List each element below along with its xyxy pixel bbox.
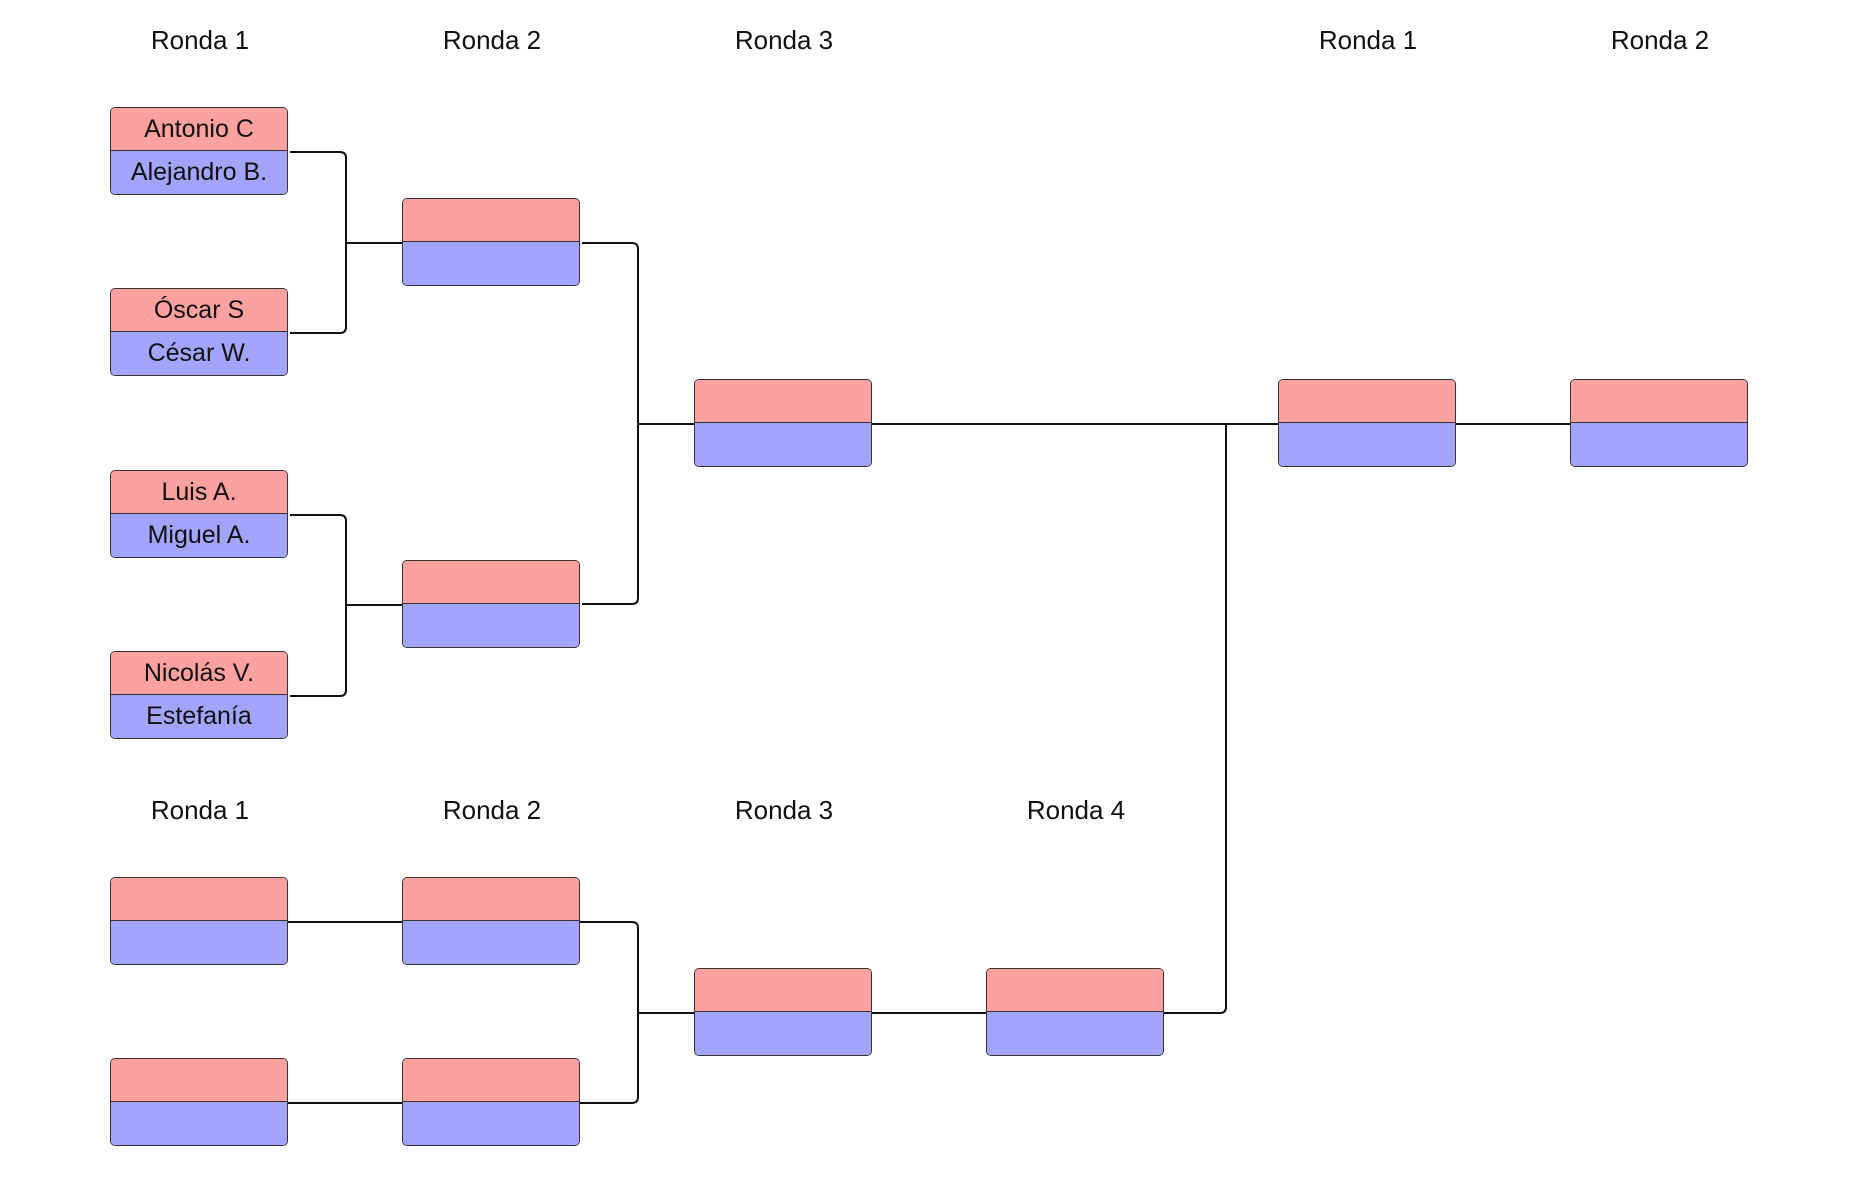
match-slot-top[interactable] — [987, 969, 1163, 1012]
lower-round-4-header: Ronda 4 — [1026, 795, 1126, 825]
lower-r3-match-1[interactable] — [694, 968, 872, 1056]
lower-r2-match-1[interactable] — [402, 877, 580, 965]
lower-r1-match-2[interactable] — [110, 1058, 288, 1146]
match-slot-bottom[interactable]: Alejandro B. — [111, 151, 287, 194]
match-slot-bottom[interactable] — [987, 1012, 1163, 1055]
match-slot-bottom[interactable]: Estefanía — [111, 695, 287, 738]
match-slot-bottom[interactable] — [111, 1102, 287, 1145]
match-slot-top[interactable] — [403, 199, 579, 242]
match-slot-top[interactable] — [403, 561, 579, 604]
final-round-2-header: Ronda 2 — [1610, 25, 1710, 55]
upper-r1-match-4[interactable]: Nicolás V. Estefanía — [110, 651, 288, 739]
match-slot-top[interactable] — [695, 380, 871, 423]
match-slot-bottom[interactable]: Miguel A. — [111, 514, 287, 557]
lower-r2-match-2[interactable] — [402, 1058, 580, 1146]
connector-upper-r1-to-r2-a — [290, 151, 347, 334]
match-slot-bottom[interactable] — [403, 921, 579, 964]
connector-upper-r2-to-r3 — [582, 242, 639, 605]
upper-r1-match-3[interactable]: Luis A. Miguel A. — [110, 470, 288, 558]
match-slot-bottom[interactable]: César W. — [111, 332, 287, 375]
final-r2-match-1[interactable] — [1570, 379, 1748, 467]
match-slot-top[interactable]: Antonio C — [111, 108, 287, 151]
upper-round-1-header: Ronda 1 — [150, 25, 250, 55]
match-slot-top[interactable] — [695, 969, 871, 1012]
connector-upper-r1-to-r2-b — [290, 514, 347, 697]
match-slot-top[interactable]: Luis A. — [111, 471, 287, 514]
match-slot-bottom[interactable] — [111, 921, 287, 964]
final-round-1-header: Ronda 1 — [1318, 25, 1418, 55]
match-slot-bottom[interactable] — [403, 1102, 579, 1145]
upper-r1-match-1[interactable]: Antonio C Alejandro B. — [110, 107, 288, 195]
match-slot-bottom[interactable] — [1279, 423, 1455, 466]
lower-round-3-header: Ronda 3 — [734, 795, 834, 825]
match-slot-top[interactable]: Nicolás V. — [111, 652, 287, 695]
match-slot-top[interactable] — [403, 1059, 579, 1102]
connector-lower-r4-to-final — [1164, 424, 1227, 1014]
upper-round-2-header: Ronda 2 — [442, 25, 542, 55]
connector-lower-r2-to-r3 — [580, 921, 639, 1104]
match-slot-top[interactable] — [1571, 380, 1747, 423]
upper-round-3-header: Ronda 3 — [734, 25, 834, 55]
match-slot-top[interactable] — [111, 1059, 287, 1102]
match-slot-top[interactable] — [111, 878, 287, 921]
match-slot-bottom[interactable] — [403, 242, 579, 285]
upper-r1-match-2[interactable]: Óscar S César W. — [110, 288, 288, 376]
lower-round-1-header: Ronda 1 — [150, 795, 250, 825]
upper-r2-match-1[interactable] — [402, 198, 580, 286]
lower-r1-match-1[interactable] — [110, 877, 288, 965]
upper-r2-match-2[interactable] — [402, 560, 580, 648]
match-slot-top[interactable]: Óscar S — [111, 289, 287, 332]
match-slot-bottom[interactable] — [1571, 423, 1747, 466]
match-slot-top[interactable] — [1279, 380, 1455, 423]
match-slot-bottom[interactable] — [403, 604, 579, 647]
match-slot-bottom[interactable] — [695, 1012, 871, 1055]
lower-round-2-header: Ronda 2 — [442, 795, 542, 825]
upper-r3-match-1[interactable] — [694, 379, 872, 467]
lower-r4-match-1[interactable] — [986, 968, 1164, 1056]
match-slot-bottom[interactable] — [695, 423, 871, 466]
final-r1-match-1[interactable] — [1278, 379, 1456, 467]
match-slot-top[interactable] — [403, 878, 579, 921]
